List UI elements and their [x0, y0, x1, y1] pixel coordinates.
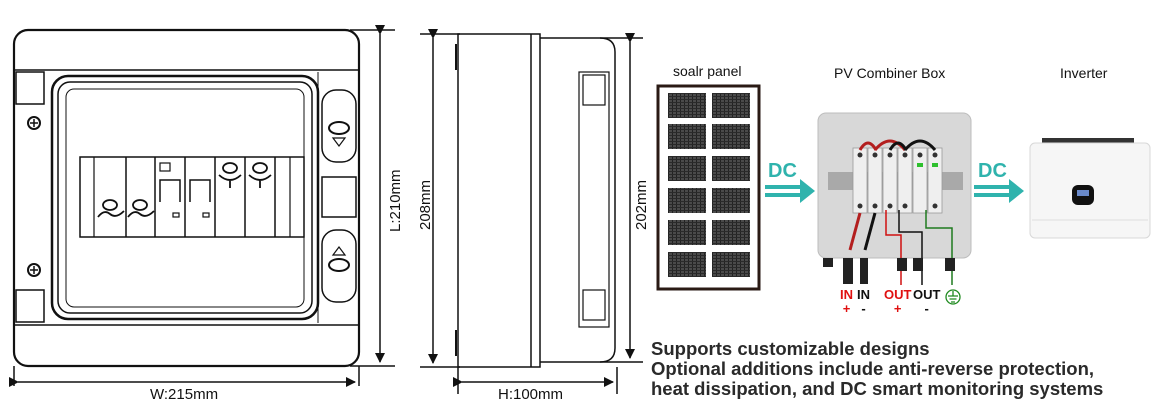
terminal-out-negative: OUT-: [913, 287, 941, 316]
front-view-enclosure: [12, 28, 361, 368]
solar-panel-label: soalr panel: [673, 63, 742, 79]
depth-dimension-line: [453, 367, 618, 394]
side-height-dimension-line: [420, 29, 460, 368]
dc-arrow-2: [974, 179, 1024, 203]
side-view-enclosure: [455, 33, 616, 368]
length-dimension-line: [350, 25, 395, 367]
length-label: L:210mm: [387, 169, 404, 232]
feature-text: Supports customizable designs Optional a…: [651, 339, 1103, 399]
feature-line-1: Supports customizable designs: [651, 338, 930, 359]
side-height-label: 208mm: [417, 179, 434, 230]
width-dimension-line: [9, 366, 360, 387]
terminal-out-positive: OUT+: [884, 287, 912, 316]
inverter-image: [1029, 138, 1151, 239]
door-height-label: 202mm: [633, 179, 650, 230]
door-height-dimension-line: [600, 33, 643, 363]
feature-line-2: Optional additions include anti-reverse …: [651, 358, 1095, 379]
feature-line-3: heat dissipation, and DC smart monitorin…: [651, 378, 1104, 399]
depth-label: H:100mm: [498, 386, 564, 403]
combiner-box-label: PV Combiner Box: [834, 65, 946, 81]
combiner-box-image: [817, 112, 972, 285]
inverter-label: Inverter: [1060, 65, 1108, 81]
dc-label-2: DC: [978, 160, 1007, 182]
width-label: W:215mm: [150, 386, 219, 403]
ground-icon: [945, 289, 961, 305]
terminal-in-negative: IN-: [857, 287, 870, 316]
dc-arrow-1: [765, 179, 815, 203]
terminal-in-positive: IN+: [840, 287, 853, 316]
dc-label-1: DC: [768, 160, 797, 182]
solar-panel-image: [656, 84, 761, 291]
